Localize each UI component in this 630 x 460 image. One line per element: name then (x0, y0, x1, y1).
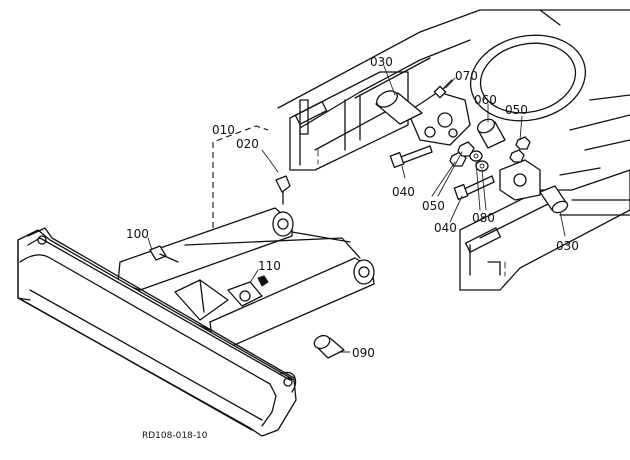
nuts-050-right (509, 136, 531, 163)
drawing-code: RD108-018-10 (142, 431, 208, 441)
label-060: 060 (474, 93, 497, 107)
label-100: 100 (126, 227, 149, 241)
bolt-040-upper (389, 145, 433, 168)
right-mount-plate (499, 159, 541, 201)
pin-060 (476, 118, 506, 149)
label-080: 080 (472, 211, 495, 225)
bolt-040-lower (453, 175, 495, 200)
left-mount-plate (407, 91, 471, 146)
label-040-upper: 040 (392, 185, 415, 199)
leader-lines (147, 65, 566, 353)
label-070: 070 (455, 69, 478, 83)
label-020: 020 (236, 137, 259, 151)
label-010: 010 (212, 123, 235, 137)
label-030-upper: 030 (370, 55, 393, 69)
label-110: 110 (258, 259, 281, 273)
label-040-lower: 040 (434, 221, 457, 235)
label-050-left: 050 (422, 199, 445, 213)
pin-090 (313, 334, 345, 359)
dozer-blade (17, 227, 297, 437)
pin-030-lower (539, 185, 569, 214)
blade-frame (117, 175, 375, 351)
label-030-lower: 030 (556, 239, 579, 253)
pin-030-upper (375, 90, 423, 125)
tractor-frame (277, 9, 630, 291)
bolt-070 (433, 79, 453, 99)
washers-080 (469, 150, 489, 172)
part-labels: 010 020 030 030 040 040 050 050 060 070 … (126, 55, 579, 441)
label-050-right: 050 (505, 103, 528, 117)
label-090: 090 (352, 346, 375, 360)
